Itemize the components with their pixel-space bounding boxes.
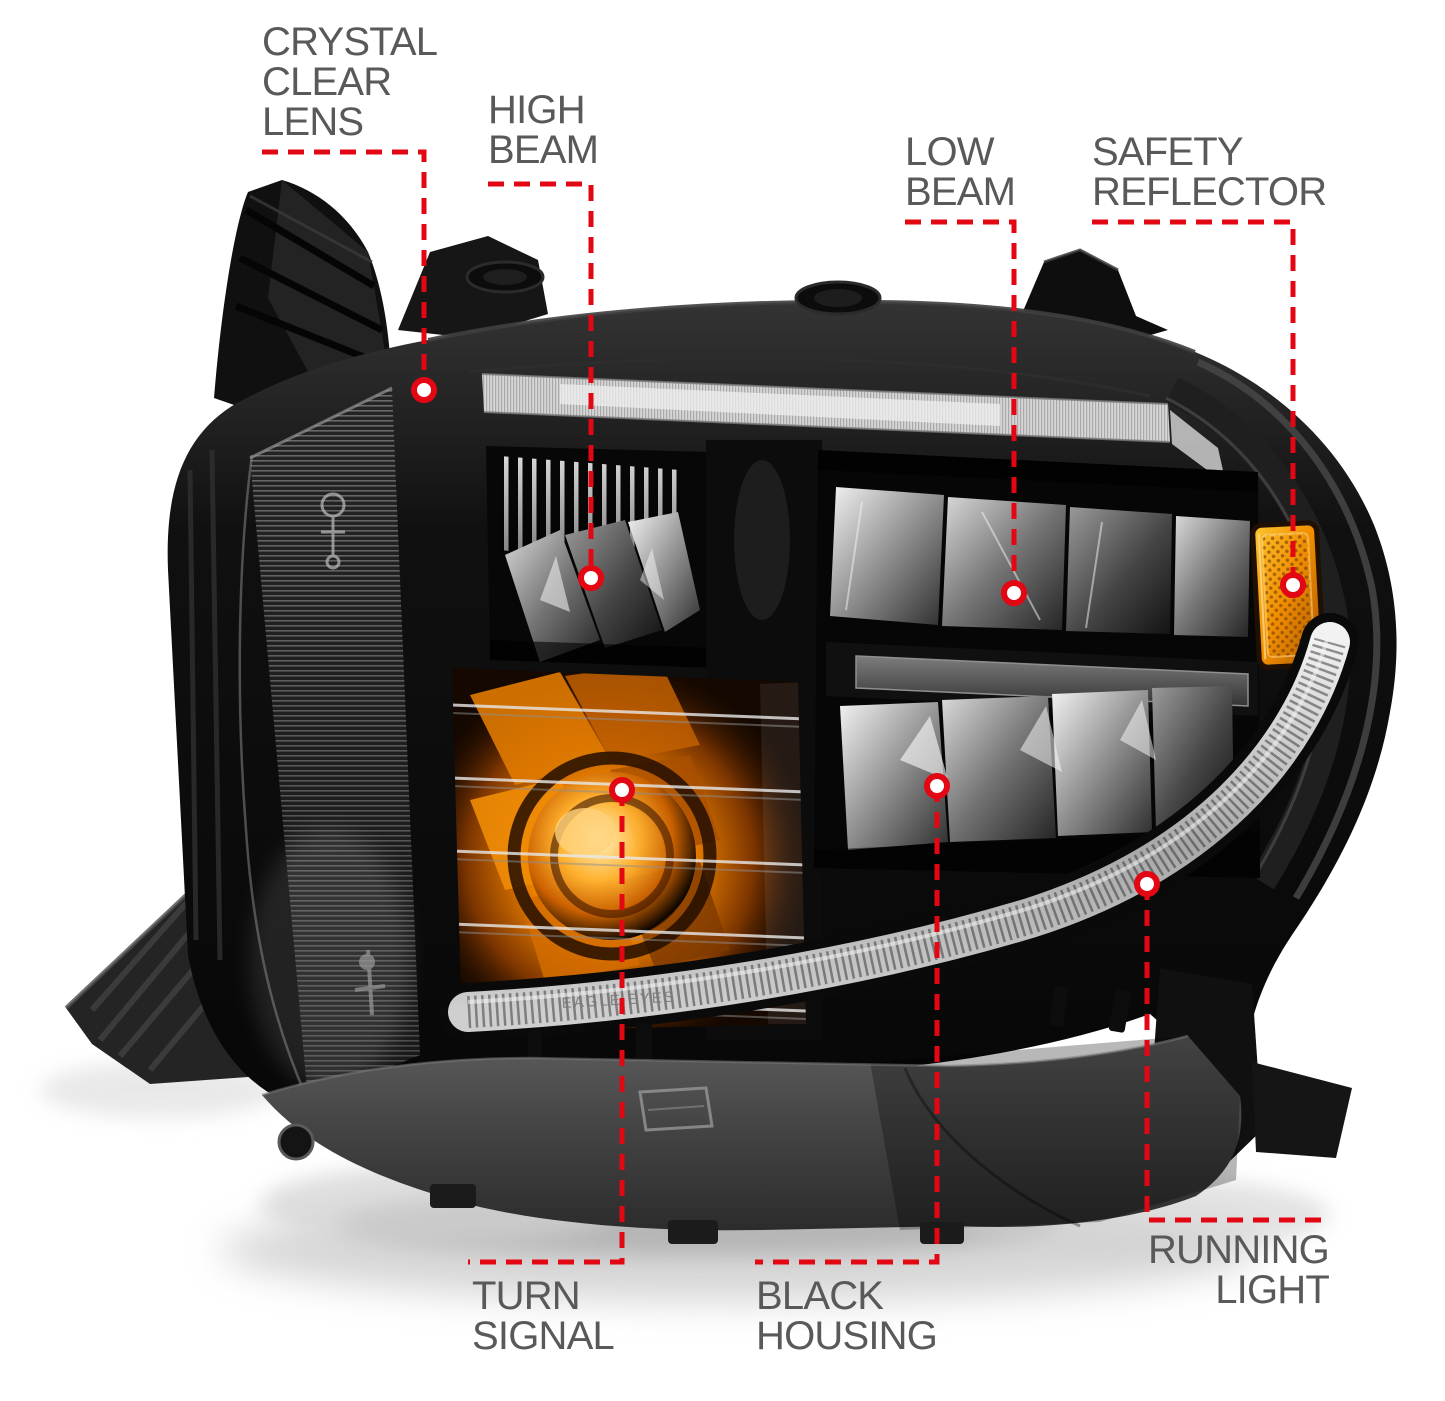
adjuster-screw-icon	[320, 492, 346, 570]
crystal-lens-panel	[238, 386, 420, 1100]
adjuster-pin-icon	[354, 949, 386, 1016]
